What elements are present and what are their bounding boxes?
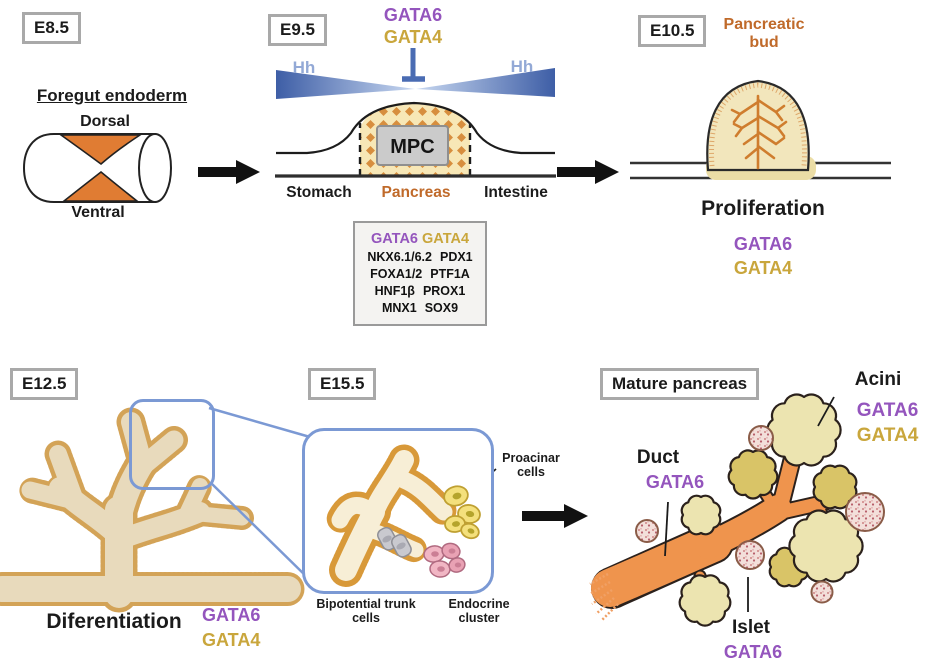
gut-tube-body — [22, 133, 156, 203]
epithelium-curve — [276, 101, 555, 155]
stage-badge-e15-5: E15.5 — [308, 368, 377, 400]
transcription-factor-box: GATA6 GATA4 NKX6.1/6.2 PDX1 FOXA1/2 PTF1… — [353, 221, 487, 326]
tree-body — [0, 412, 301, 608]
zoom-connector-top — [208, 406, 311, 439]
gut-tube-end — [138, 133, 172, 203]
gene: HNF1β — [374, 284, 415, 298]
stomach-label: Stomach — [286, 184, 352, 201]
bud-branch-tree — [730, 94, 788, 170]
epithelium-body — [331, 450, 453, 581]
gata6-label-e125: GATA6 — [202, 605, 261, 625]
acini-label: Acini — [854, 369, 902, 390]
differentiation-label: Diferentiation — [46, 610, 182, 633]
gene: FOXA1/2 — [370, 267, 423, 281]
acini-gata4-label: GATA4 — [856, 425, 919, 446]
duct-pointer-line — [664, 501, 669, 557]
acini-gata6-label: GATA6 — [856, 400, 919, 421]
gene: PDX1 — [439, 250, 473, 264]
gata4-label-e95: GATA4 — [383, 27, 443, 47]
hh-gradient-right — [416, 68, 555, 97]
hh-left-label: Hh — [292, 58, 316, 77]
hh-right-label: Hh — [510, 57, 534, 76]
gene: MNX1 — [381, 301, 417, 315]
islets — [635, 425, 885, 604]
duct-gata6-label: GATA6 — [645, 472, 705, 492]
acini-cream-clusters — [678, 393, 864, 627]
endocrine-cluster-cells — [423, 542, 466, 578]
pancreatic-bud-drawing — [630, 79, 891, 180]
hh-gradient-left — [276, 70, 415, 99]
stage-badge-e10-5: E10.5 — [638, 15, 707, 47]
stage-badge-e8-5: E8.5 — [22, 12, 81, 44]
gene: SOX9 — [424, 301, 459, 315]
gut-tube-drawing — [22, 133, 172, 203]
gene-box-gata4: GATA4 — [422, 231, 470, 247]
bud-fringe — [709, 82, 807, 167]
ventral-label: Ventral — [71, 204, 125, 221]
islet-label: Islet — [731, 617, 771, 638]
gene-box-header: GATA6 GATA4 — [357, 231, 483, 247]
stage-badge-mature: Mature pancreas — [600, 368, 760, 400]
zoom-connector-bottom — [210, 482, 310, 580]
endocrine-cluster-label: Endocrine cluster — [448, 597, 510, 626]
arrow-right-icon — [198, 160, 260, 184]
bipotential-trunk-cells — [377, 526, 412, 558]
mpc-label: MPC — [390, 136, 434, 158]
zoom-highlight-box — [129, 399, 215, 490]
gene-row: FOXA1/2 PTF1A — [357, 266, 483, 283]
proacinar-cells — [443, 485, 481, 540]
ventral-pancreas-domain — [61, 170, 140, 202]
stage-badge-e9-5: E9.5 — [268, 14, 327, 46]
pancreas-label: Pancreas — [381, 184, 451, 201]
gata4-label-e105: GATA4 — [733, 258, 793, 278]
gene-row: MNX1 SOX9 — [357, 300, 483, 317]
gene: PTF1A — [430, 267, 470, 281]
acini-olive-clusters — [727, 449, 858, 588]
gene-row: HNF1β PROX1 — [357, 283, 483, 300]
gene: NKX6.1/6.2 — [367, 250, 432, 264]
dorsal-label: Dorsal — [80, 113, 130, 130]
gene: PROX1 — [422, 284, 466, 298]
gata6-label-e105: GATA6 — [733, 234, 793, 254]
acini-pointer-line — [817, 396, 835, 427]
pancreas-boundary-dashes — [358, 123, 472, 176]
arrow-right-icon — [557, 160, 619, 184]
mature-pancreas-drawing — [589, 393, 885, 627]
e15-5-detail-drawing — [326, 444, 481, 587]
gata6-label-e95: GATA6 — [383, 5, 443, 25]
foregut-endoderm-title: Foregut endoderm — [36, 86, 188, 105]
pancreatic-bud-label: Pancreatic bud — [723, 16, 805, 52]
proliferation-label: Proliferation — [701, 197, 825, 220]
islet-gata6-label: GATA6 — [723, 642, 783, 662]
gene-box-gata6: GATA6 — [370, 231, 418, 247]
proacinar-cells-label: Proacinar cells — [502, 451, 560, 480]
hh-gradient-drawing — [276, 68, 555, 99]
arrow-right-icon — [522, 504, 588, 528]
intestine-label: Intestine — [484, 184, 548, 201]
gut-tube-cross-section-drawing: MPC — [275, 101, 556, 178]
gene-row: NKX6.1/6.2 PDX1 — [357, 249, 483, 266]
gata4-label-e125: GATA4 — [202, 630, 261, 650]
dorsal-pancreas-domain — [58, 134, 143, 166]
mpc-box — [376, 125, 449, 166]
bipotential-trunk-cells-label: Bipotential trunk cells — [316, 597, 416, 626]
stage-badge-e12-5: E12.5 — [10, 368, 79, 400]
inhibition-tbar-icon — [402, 48, 425, 82]
duct-frayed-end — [589, 572, 619, 621]
duct-label: Duct — [636, 447, 680, 468]
branching-pancreas-drawing — [0, 407, 305, 613]
